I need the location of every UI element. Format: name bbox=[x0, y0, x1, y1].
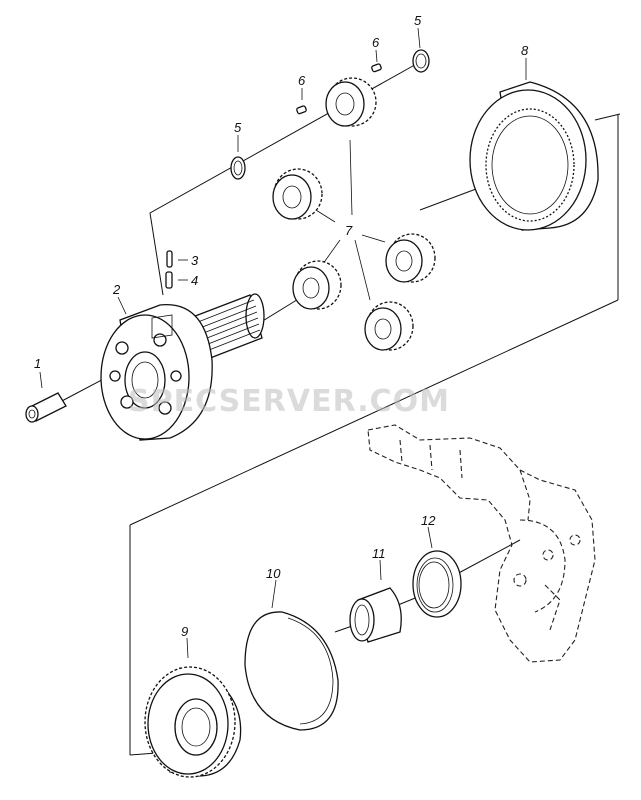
planet-gear-mid-right bbox=[385, 233, 436, 283]
watermark-text: SPECSERVER.COM bbox=[128, 384, 450, 419]
callout-5-left: 5 bbox=[234, 120, 242, 135]
callout-11: 11 bbox=[372, 546, 386, 561]
callout-7: 7 bbox=[345, 223, 353, 238]
planet-gear-top bbox=[325, 77, 377, 127]
planet-carrier-part-2 bbox=[100, 293, 265, 441]
gearbox-housing bbox=[367, 424, 596, 663]
planet-gear-mid-left bbox=[272, 168, 323, 220]
snap-ring-part-5-right bbox=[412, 49, 430, 73]
pin-part-1 bbox=[25, 392, 67, 423]
gear-part-9 bbox=[144, 666, 242, 778]
planet-gear-low-left bbox=[292, 260, 342, 310]
bushing-part-11 bbox=[349, 587, 402, 643]
callout-6-left: 6 bbox=[298, 73, 306, 88]
callout-3: 3 bbox=[191, 253, 199, 268]
callout-9: 9 bbox=[181, 624, 188, 639]
callout-6-right: 6 bbox=[372, 35, 380, 50]
callout-5-right: 5 bbox=[414, 13, 422, 28]
planet-gear-bottom bbox=[364, 301, 414, 351]
snap-ring-part-10 bbox=[244, 611, 339, 731]
pin-part-4 bbox=[165, 271, 173, 289]
seal-part-12 bbox=[412, 550, 462, 618]
planet-gears-part-7 bbox=[272, 77, 436, 351]
callout-2: 2 bbox=[112, 282, 121, 297]
pin-part-6-left bbox=[296, 105, 307, 115]
callout-4: 4 bbox=[191, 273, 198, 288]
callout-10: 10 bbox=[266, 566, 281, 581]
callout-labels: 1 2 3 4 5 5 6 6 7 8 9 10 11 12 bbox=[34, 13, 529, 639]
callout-1: 1 bbox=[34, 356, 41, 371]
pin-part-6-right bbox=[371, 63, 382, 73]
spring-pin-part-3 bbox=[166, 250, 173, 268]
callout-12: 12 bbox=[421, 513, 436, 528]
callout-8: 8 bbox=[521, 43, 529, 58]
snap-ring-part-5-left bbox=[230, 156, 246, 180]
ring-gear-part-8 bbox=[469, 81, 599, 231]
